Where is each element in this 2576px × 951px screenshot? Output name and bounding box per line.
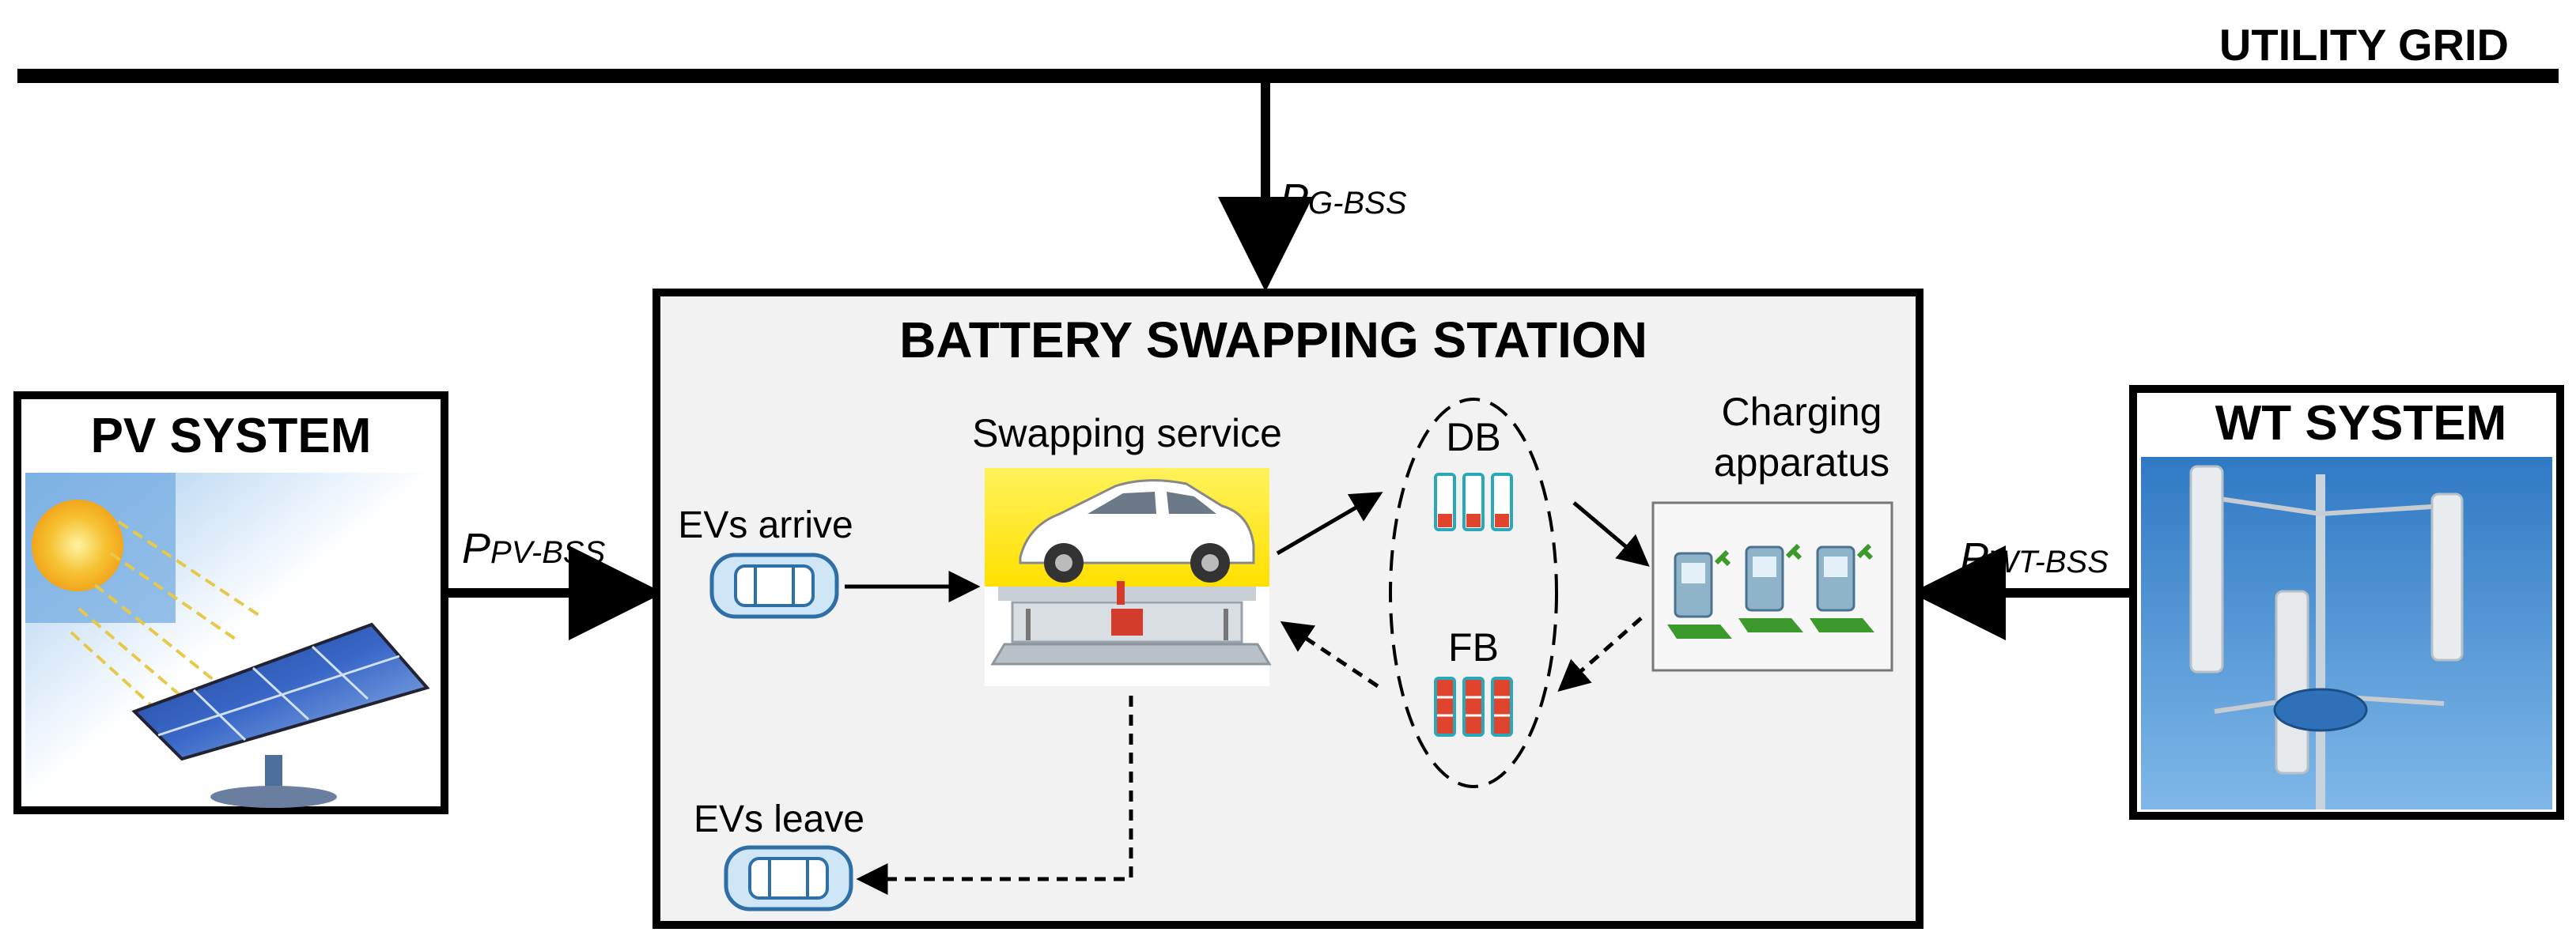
charging-apparatus-label-line1: Charging <box>1722 390 1882 434</box>
solar-panel-illustration <box>25 473 437 808</box>
charger-icon-1 <box>1667 549 1732 639</box>
turbine-blade-left <box>2189 465 2224 674</box>
utility-grid: UTILITY GRID <box>17 20 2559 83</box>
evs-arrive-label: EVs arrive <box>678 504 853 546</box>
battery-swapping-station: BATTERY SWAPPING STATION EVs arrive Swap… <box>653 289 1923 929</box>
charger-icon-2 <box>1738 543 1803 632</box>
grid-to-bss-flow: PG-BSS <box>1218 82 1407 292</box>
turbine-blade-right <box>2430 492 2464 662</box>
wind-turbine-illustration <box>2141 457 2552 809</box>
db-label: DB <box>1446 415 1500 459</box>
ev-arrive-icon <box>709 553 839 619</box>
pv-to-bss-flow: PPV-BSS <box>448 525 664 640</box>
wt-to-bss-flow: PWT-BSS <box>1911 534 2129 640</box>
wt-system-title: WT SYSTEM <box>2215 396 2507 451</box>
charger-icon-3 <box>1810 543 1874 632</box>
full-batteries-icon <box>1434 677 1513 737</box>
swap-to-db-arrow <box>1276 492 1383 556</box>
fb-label: FB <box>1448 625 1499 670</box>
turbine-blade-center <box>2275 590 2309 775</box>
battery-storage-ellipse <box>1389 398 1558 788</box>
swapping-service-label: Swapping service <box>972 411 1282 455</box>
grid-label: UTILITY GRID <box>2219 20 2509 70</box>
solar-panel-icon <box>131 622 430 761</box>
charging-apparatus-label-line2: apparatus <box>1714 440 1889 485</box>
pv-system: PV SYSTEM <box>13 391 448 814</box>
wt-system: WT SYSTEM <box>2129 385 2564 820</box>
pv-to-bss-label: PPV-BSS <box>462 525 606 572</box>
swap-to-leave-arrow <box>856 696 1133 895</box>
ev-leave-icon <box>724 845 853 911</box>
bss-title: BATTERY SWAPPING STATION <box>899 311 1647 368</box>
sun-icon <box>32 500 123 591</box>
grid-to-bss-label: PG-BSS <box>1280 175 1407 223</box>
db-to-charging-arrow <box>1572 501 1650 567</box>
charging-apparatus-image <box>1651 501 1893 672</box>
evs-leave-label: EVs leave <box>694 798 864 840</box>
depleted-batteries-icon <box>1434 473 1513 531</box>
pv-system-title: PV SYSTEM <box>91 409 372 463</box>
turbine-hub-icon <box>2273 688 2368 732</box>
wt-to-bss-label: PWT-BSS <box>1960 534 2109 582</box>
swapping-service-image <box>985 468 1272 686</box>
